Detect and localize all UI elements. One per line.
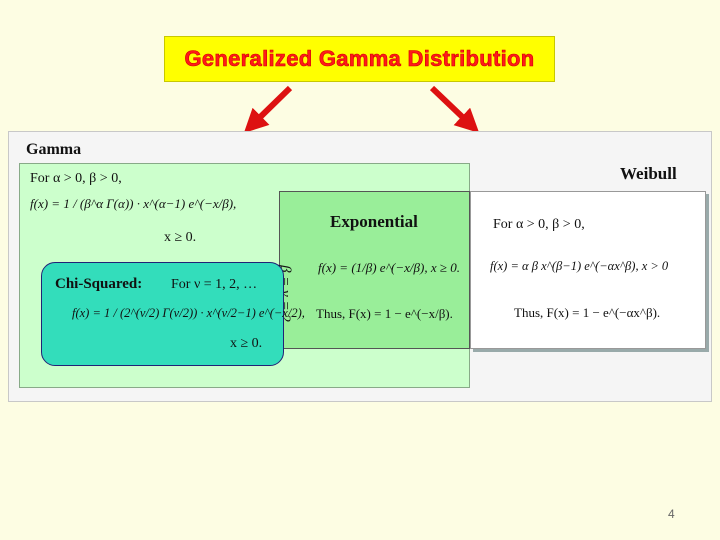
arrow-to-gamma [243, 85, 293, 134]
exponential-heading: Exponential [330, 212, 418, 231]
weibull-region [470, 191, 706, 349]
exponential-formula: f(x) = (1/β) e^(−x/β), x ≥ 0. [318, 260, 461, 275]
page-number: 4 [668, 507, 675, 521]
gamma-formula: f(x) = 1 / (β^α Γ(α)) · x^(α−1) e^(−x/β)… [30, 196, 237, 211]
weibull-formula: f(x) = α β x^(β−1) e^(−αx^β), x > 0 [490, 259, 669, 273]
slide-title: Generalized Gamma Distribution [184, 46, 535, 72]
chi-domain: x ≥ 0. [230, 336, 263, 351]
exponential-cdf: Thus, F(x) = 1 − e^(−x/β). [316, 306, 453, 321]
gamma-condition: For α > 0, β > 0, [30, 171, 122, 186]
exponential-region [279, 191, 470, 349]
chi-formula: f(x) = 1 / (2^(ν/2) Γ(ν/2)) · x^(ν/2−1) … [72, 306, 305, 320]
weibull-cdf: Thus, F(x) = 1 − e^(−αx^β). [514, 305, 661, 320]
weibull-condition: For α > 0, β > 0, [493, 217, 585, 232]
title-box: Generalized Gamma Distribution [164, 36, 555, 82]
gamma-domain: x ≥ 0. [164, 230, 197, 245]
gamma-heading: Gamma [26, 141, 82, 158]
weibull-heading: Weibull [620, 164, 677, 183]
arrow-to-weibull [429, 85, 480, 133]
chi-squared-region [41, 262, 284, 366]
chi-heading: Chi-Squared: [55, 276, 143, 292]
chi-condition: For ν = 1, 2, … [171, 277, 258, 292]
